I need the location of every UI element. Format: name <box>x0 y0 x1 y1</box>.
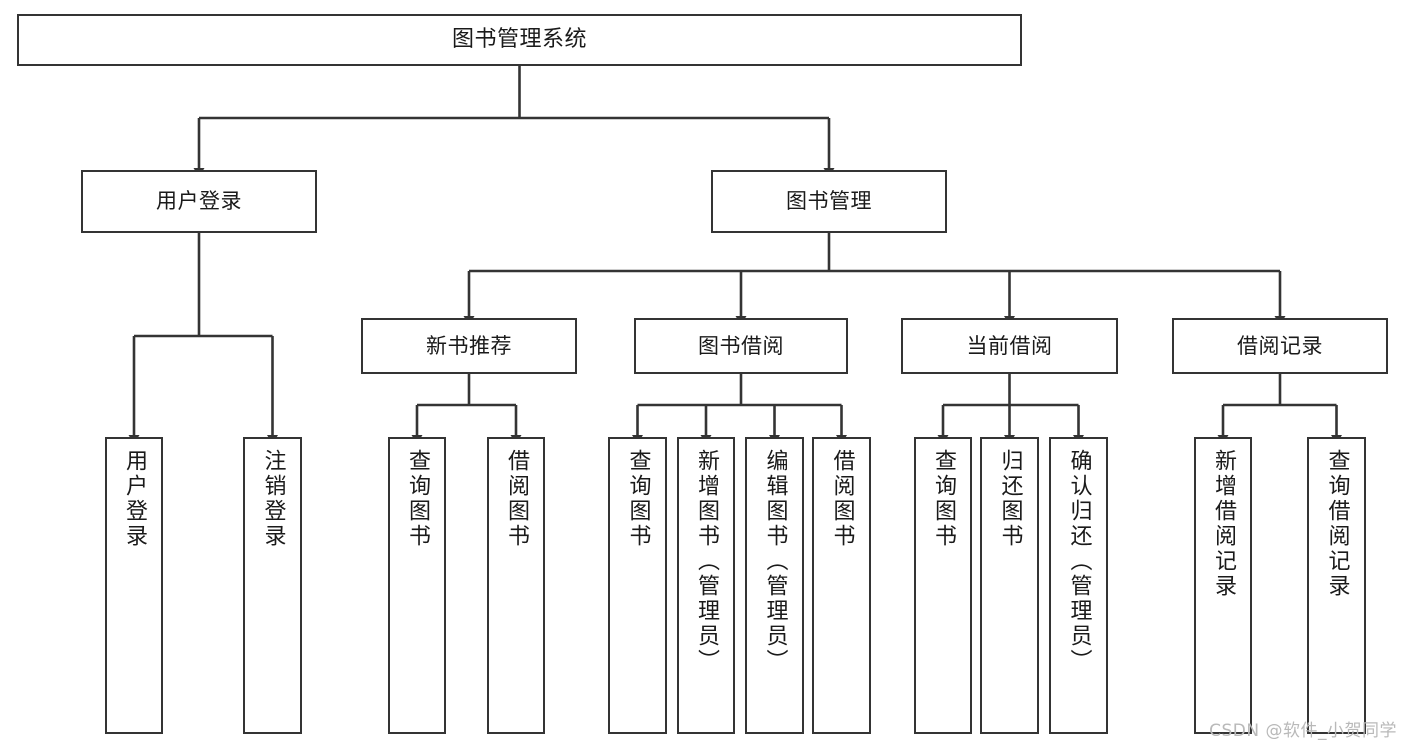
node-label-current-borrow: 当前借阅 <box>966 333 1053 358</box>
node-label-book-borrow: 图书借阅 <box>698 333 784 358</box>
node-label-leaf-query-book-3: 查询图书 <box>931 449 956 549</box>
node-label-leaf-query-book-1: 查询图书 <box>405 449 430 549</box>
node-label-leaf-user-login: 用户登录 <box>122 449 147 549</box>
node-label-leaf-return-book: 归还图书 <box>997 449 1023 549</box>
node-label-root: 图书管理系统 <box>451 27 587 53</box>
node-user-login[interactable]: 用户登录 <box>81 170 317 233</box>
node-label-leaf-borrow-book-2: 借阅图书 <box>829 449 855 549</box>
node-leaf-query-book-2[interactable]: 查询图书 <box>608 437 667 734</box>
node-leaf-borrow-book-2[interactable]: 借阅图书 <box>812 437 871 734</box>
node-leaf-return-book[interactable]: 归还图书 <box>980 437 1039 734</box>
node-label-leaf-logout: 注销登录 <box>260 449 286 549</box>
node-current-borrow[interactable]: 当前借阅 <box>901 318 1118 374</box>
node-leaf-query-book-3[interactable]: 查询图书 <box>914 437 972 734</box>
node-book-manage[interactable]: 图书管理 <box>711 170 947 233</box>
node-label-leaf-query-record: 查询借阅记录 <box>1324 449 1350 599</box>
node-leaf-query-book-1[interactable]: 查询图书 <box>388 437 446 734</box>
node-label-new-book-rec: 新书推荐 <box>426 333 512 358</box>
node-label-book-manage: 图书管理 <box>786 189 872 214</box>
node-label-leaf-add-book: 新增图书（管理员） <box>694 449 719 674</box>
node-leaf-add-record[interactable]: 新增借阅记录 <box>1194 437 1252 734</box>
node-new-book-rec[interactable]: 新书推荐 <box>361 318 577 374</box>
node-leaf-add-book[interactable]: 新增图书（管理员） <box>677 437 735 734</box>
node-leaf-edit-book[interactable]: 编辑图书（管理员） <box>745 437 804 734</box>
node-label-leaf-borrow-book-1: 借阅图书 <box>504 449 529 549</box>
node-label-leaf-confirm-return: 确认归还（管理员） <box>1066 449 1092 674</box>
node-leaf-user-login[interactable]: 用户登录 <box>105 437 163 734</box>
node-root[interactable]: 图书管理系统 <box>17 14 1022 66</box>
node-label-user-login: 用户登录 <box>156 189 242 214</box>
node-leaf-borrow-book-1[interactable]: 借阅图书 <box>487 437 545 734</box>
node-borrow-record[interactable]: 借阅记录 <box>1172 318 1388 374</box>
node-label-leaf-edit-book: 编辑图书（管理员） <box>762 449 788 674</box>
node-book-borrow[interactable]: 图书借阅 <box>634 318 848 374</box>
node-leaf-confirm-return[interactable]: 确认归还（管理员） <box>1049 437 1108 734</box>
node-label-borrow-record: 借阅记录 <box>1237 333 1323 358</box>
node-label-leaf-query-book-2: 查询图书 <box>625 449 651 549</box>
watermark-label: CSDN @软件_小贺同学 <box>1209 721 1397 741</box>
node-label-leaf-add-record: 新增借阅记录 <box>1211 449 1236 599</box>
node-leaf-query-record[interactable]: 查询借阅记录 <box>1307 437 1366 734</box>
node-leaf-logout[interactable]: 注销登录 <box>243 437 302 734</box>
